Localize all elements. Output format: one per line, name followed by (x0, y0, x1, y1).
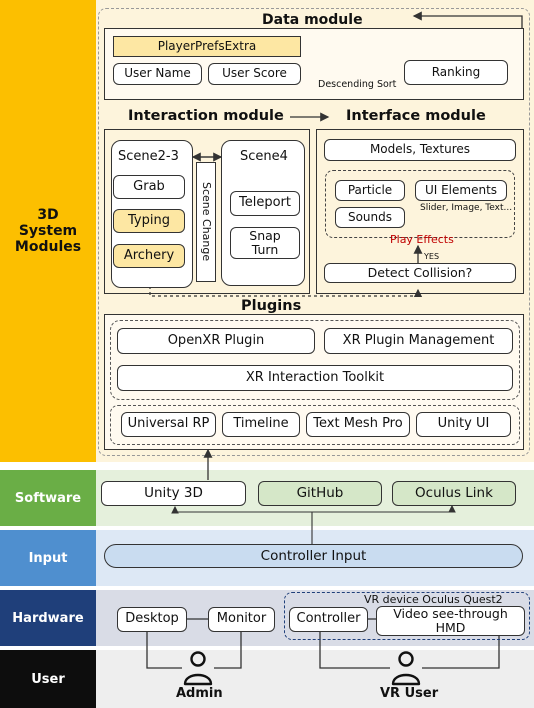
user-score-box: User Score (208, 63, 301, 85)
interface-module-title: Interface module (346, 108, 486, 124)
snap-turn-box: Snap Turn (230, 227, 300, 259)
render-plugins-group (110, 405, 520, 445)
hardware-band-label: Hardware (0, 590, 96, 646)
xr-plugins-group (110, 320, 520, 400)
desktop-box: Desktop (117, 607, 187, 632)
yes-label: YES (424, 252, 440, 261)
vr-user-icon (391, 651, 421, 686)
input-band-label: Input (0, 530, 96, 586)
grab-box: Grab (113, 175, 185, 199)
player-prefs-extra-box: PlayerPrefsExtra (113, 36, 301, 57)
descending-sort-label: Descending Sort (318, 79, 397, 90)
xr-interaction-toolkit-box: XR Interaction Toolkit (117, 365, 513, 391)
user-band-label: User (0, 650, 96, 708)
vr-device-title: VR device Oculus Quest2 (364, 593, 503, 606)
scene23-title: Scene2-3 (118, 149, 179, 164)
admin-icon (183, 651, 213, 686)
openxr-plugin-box: OpenXR Plugin (117, 328, 315, 354)
xr-plugin-management-box: XR Plugin Management (324, 328, 513, 354)
user-band-bg (96, 650, 534, 708)
models-textures-box: Models, Textures (324, 139, 516, 161)
sounds-box: Sounds (335, 207, 405, 228)
unity-3d-box: Unity 3D (101, 481, 246, 506)
scene-change-box: Scene Change (196, 162, 216, 282)
ranking-box: Ranking (404, 60, 508, 85)
typing-box: Typing (113, 209, 185, 233)
oculus-link-box: Oculus Link (392, 481, 516, 506)
detect-collision-box: Detect Collision? (324, 263, 516, 283)
teleport-box: Teleport (230, 191, 300, 216)
play-effects-label: Play Effects (390, 233, 454, 246)
ui-elements-detail: Slider, Image, Text... (420, 203, 513, 213)
ui-elements-box: UI Elements (415, 180, 507, 201)
text-mesh-pro-box: Text Mesh Pro (306, 412, 410, 437)
user-name-box: User Name (113, 63, 202, 85)
modules-container (98, 8, 530, 456)
interface-module-box (316, 129, 524, 294)
vr-device-group (284, 592, 530, 640)
controller-box: Controller (289, 607, 368, 632)
interaction-module-box (104, 129, 310, 294)
controller-input-box: Controller Input (104, 544, 523, 568)
software-band-label: Software (0, 470, 96, 526)
video-see-through-hmd-box: Video see-through HMD (376, 606, 525, 636)
universal-rp-box: Universal RP (121, 412, 216, 437)
modules-band-label: 3D System Modules (0, 0, 96, 462)
unity-ui-box: Unity UI (416, 412, 511, 437)
archery-box: Archery (113, 244, 185, 268)
timeline-box: Timeline (222, 412, 300, 437)
data-module-title: Data module (262, 12, 363, 28)
plugins-title: Plugins (241, 298, 302, 314)
admin-label: Admin (176, 686, 223, 701)
scene-change-label: Scene Change (200, 182, 214, 262)
scene4-title: Scene4 (240, 149, 288, 164)
interaction-module-title: Interaction module (128, 108, 284, 124)
hmd-label: Video see-through HMD (393, 606, 508, 635)
github-box: GitHub (258, 481, 382, 506)
effects-group (325, 170, 515, 238)
monitor-box: Monitor (208, 607, 275, 632)
vr-user-label: VR User (380, 686, 439, 701)
particle-box: Particle (335, 180, 405, 201)
